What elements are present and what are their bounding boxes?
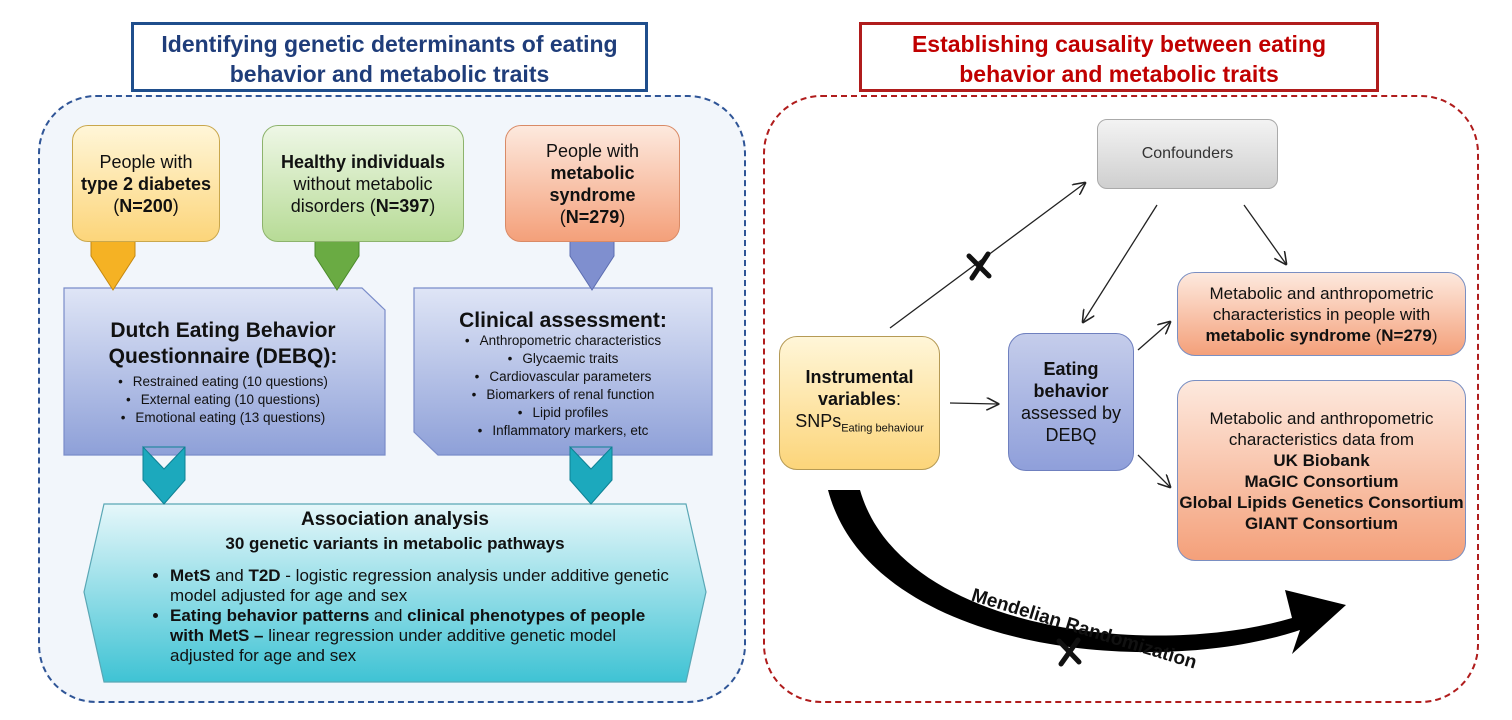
- source-uk-biobank: UK Biobank: [1273, 450, 1370, 470]
- eating-behavior-label: Eating behavior: [1033, 359, 1109, 401]
- association-subtitle: 30 genetic variants in metabolic pathway…: [225, 534, 565, 553]
- cohort-mets-box: People with metabolic syndrome (N=279): [505, 125, 680, 242]
- metabolic-databases-text: Metabolic and anthropometric characteris…: [1209, 408, 1434, 449]
- arrow-eating-meta1: [1137, 322, 1170, 351]
- arrow-confounders-eating: [1083, 204, 1158, 322]
- chevron-clinical: [569, 445, 613, 505]
- debq-list: Restrained eating (10 questions) Externa…: [78, 373, 368, 427]
- cohort-mets-count: (N=279): [559, 206, 626, 227]
- metabolic-databases-box: Metabolic and anthropometric characteris…: [1177, 380, 1466, 561]
- debq-item: Restrained eating (10 questions): [78, 373, 368, 391]
- association-list: MetS and T2D - logistic regression analy…: [140, 566, 680, 666]
- confounders-box: Confounders: [1097, 119, 1278, 189]
- cohort-mets-pre: People with: [545, 140, 640, 161]
- clinical-item: Biomarkers of renal function: [430, 386, 696, 404]
- cohort-healthy-text: without metabolic disorders (N=397): [290, 173, 436, 216]
- source-magic: MaGIC Consortium: [1244, 471, 1399, 491]
- association-item: Eating behavior patterns and clinical ph…: [170, 606, 680, 666]
- chevron-mets: [569, 237, 615, 291]
- arrow-confounders-meta: [1243, 204, 1286, 264]
- cohort-mets-label: metabolic syndrome: [549, 162, 636, 205]
- eating-behavior-text: assessed by DEBQ: [1020, 403, 1122, 445]
- instrumental-label: Instrumental variables:: [805, 367, 914, 410]
- cohort-t2d-count: (N=200): [113, 195, 179, 216]
- association-title: Association analysis: [301, 509, 489, 530]
- chevron-debq: [142, 445, 186, 505]
- chevron-t2d: [90, 237, 136, 291]
- cross-mark-bottom: [1056, 637, 1082, 667]
- source-global-lipids: Global Lipids Genetics Consortium: [1179, 492, 1464, 512]
- clinical-item: Inflammatory markers, etc: [430, 422, 696, 440]
- debq-item: External eating (10 questions): [78, 391, 368, 409]
- clinical-item: Cardiovascular parameters: [430, 368, 696, 386]
- association-box: [83, 503, 707, 683]
- chevron-healthy: [314, 237, 360, 291]
- clinical-item: Lipid profiles: [430, 404, 696, 422]
- instrumental-variables-box: Instrumental variables: SNPsEating behav…: [779, 336, 940, 470]
- instrumental-snps: SNPsEating behaviour: [795, 411, 924, 435]
- arrow-eating-meta2: [1137, 454, 1170, 487]
- clinical-list: Anthropometric characteristics Glycaemic…: [430, 332, 696, 440]
- association-item: MetS and T2D - logistic regression analy…: [170, 566, 680, 606]
- cohort-healthy-box: Healthy individuals without metabolic di…: [262, 125, 464, 242]
- cohort-t2d-pre: People with: [99, 151, 193, 172]
- cohort-t2d-label: type 2 diabetes: [80, 173, 212, 194]
- clinical-title: Clinical assessment:: [459, 309, 667, 332]
- cross-mark-top: [966, 251, 992, 281]
- cohort-healthy-label: Healthy individuals: [280, 151, 446, 172]
- eating-behavior-box: Eating behavior assessed by DEBQ: [1008, 333, 1134, 471]
- debq-box: [63, 287, 386, 456]
- right-title: Establishing causality between eating be…: [859, 22, 1379, 92]
- metabolic-mets-text: Metabolic and anthropometric characteris…: [1205, 283, 1438, 345]
- arrow-iv-eating: [949, 403, 998, 404]
- clinical-item: Anthropometric characteristics: [430, 332, 696, 350]
- metabolic-mets-box: Metabolic and anthropometric characteris…: [1177, 272, 1466, 356]
- cohort-t2d-box: People with type 2 diabetes (N=200): [72, 125, 220, 242]
- debq-item: Emotional eating (13 questions): [78, 409, 368, 427]
- mr-curved-arrow: [828, 490, 1346, 654]
- clinical-item: Glycaemic traits: [430, 350, 696, 368]
- left-title: Identifying genetic determinants of eati…: [131, 22, 648, 92]
- source-giant: GIANT Consortium: [1245, 513, 1398, 533]
- debq-title: Dutch Eating Behavior Questionnaire (DEB…: [108, 319, 338, 368]
